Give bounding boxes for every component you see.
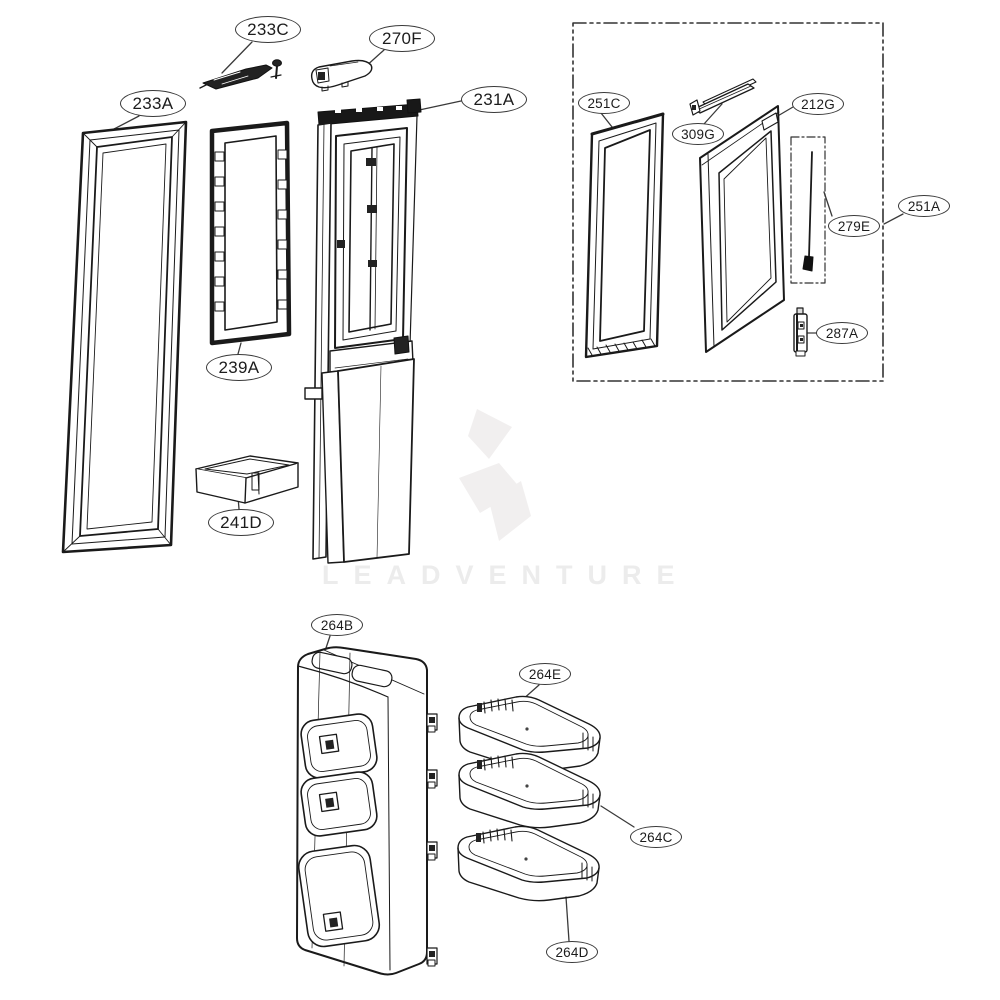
callout-264D[interactable]: 264D [546, 941, 598, 963]
watermark-text: LEADVENTURE [322, 560, 690, 590]
part-309G-trim-strip [689, 78, 757, 116]
callout-264C[interactable]: 264C [630, 826, 682, 848]
door-bin-shape [458, 695, 601, 772]
part-number: 231A [473, 89, 515, 109]
part-number: 241D [220, 512, 262, 532]
group-box-251A [572, 22, 884, 382]
part-number: 270F [382, 28, 422, 48]
part-212G-door-panel [699, 105, 785, 353]
part-number: 264B [320, 617, 354, 633]
part-241D-bin [195, 455, 299, 504]
part-number: 264D [555, 944, 589, 960]
part-251C-gasket [584, 112, 665, 359]
part-number: 251A [907, 198, 941, 214]
part-number: 239A [218, 357, 260, 377]
callout-241D[interactable]: 241D [208, 509, 274, 536]
callout-251C[interactable]: 251C [578, 92, 630, 114]
part-number: 309G [681, 126, 715, 142]
callout-212G[interactable]: 212G [792, 93, 844, 115]
part-264B-door-liner [296, 646, 438, 976]
part-number: 287A [825, 325, 859, 341]
callout-264B[interactable]: 264B [311, 614, 363, 636]
part-264D-bin [457, 825, 600, 902]
part-287A-bracket [793, 307, 808, 357]
callout-231A[interactable]: 231A [461, 86, 527, 113]
part-number: 264E [528, 666, 562, 682]
part-239A-frame [209, 120, 292, 346]
part-231A-door-assembly [304, 98, 422, 564]
part-number: 264C [639, 829, 673, 845]
part-233C-hinge-assembly [199, 59, 282, 90]
part-number: 212G [801, 96, 835, 112]
callout-270F[interactable]: 270F [369, 25, 435, 52]
callout-239A[interactable]: 239A [206, 354, 272, 381]
callout-233A[interactable]: 233A [120, 90, 186, 117]
callout-279E[interactable]: 279E [828, 215, 880, 237]
part-number: 233A [132, 93, 174, 113]
callout-233C[interactable]: 233C [235, 16, 301, 43]
callout-309G[interactable]: 309G [672, 123, 724, 145]
callout-264E[interactable]: 264E [519, 663, 571, 685]
part-number: 279E [837, 218, 871, 234]
callout-287A[interactable]: 287A [816, 322, 868, 344]
part-270F-cover [310, 59, 373, 92]
part-279E-rod [790, 136, 826, 284]
part-264C-bin [458, 752, 601, 829]
part-233A-door-gasket [61, 120, 188, 554]
part-number: 233C [247, 19, 289, 39]
watermark-logo [459, 409, 531, 541]
part-number: 251C [587, 95, 621, 111]
callout-251A[interactable]: 251A [898, 195, 950, 217]
